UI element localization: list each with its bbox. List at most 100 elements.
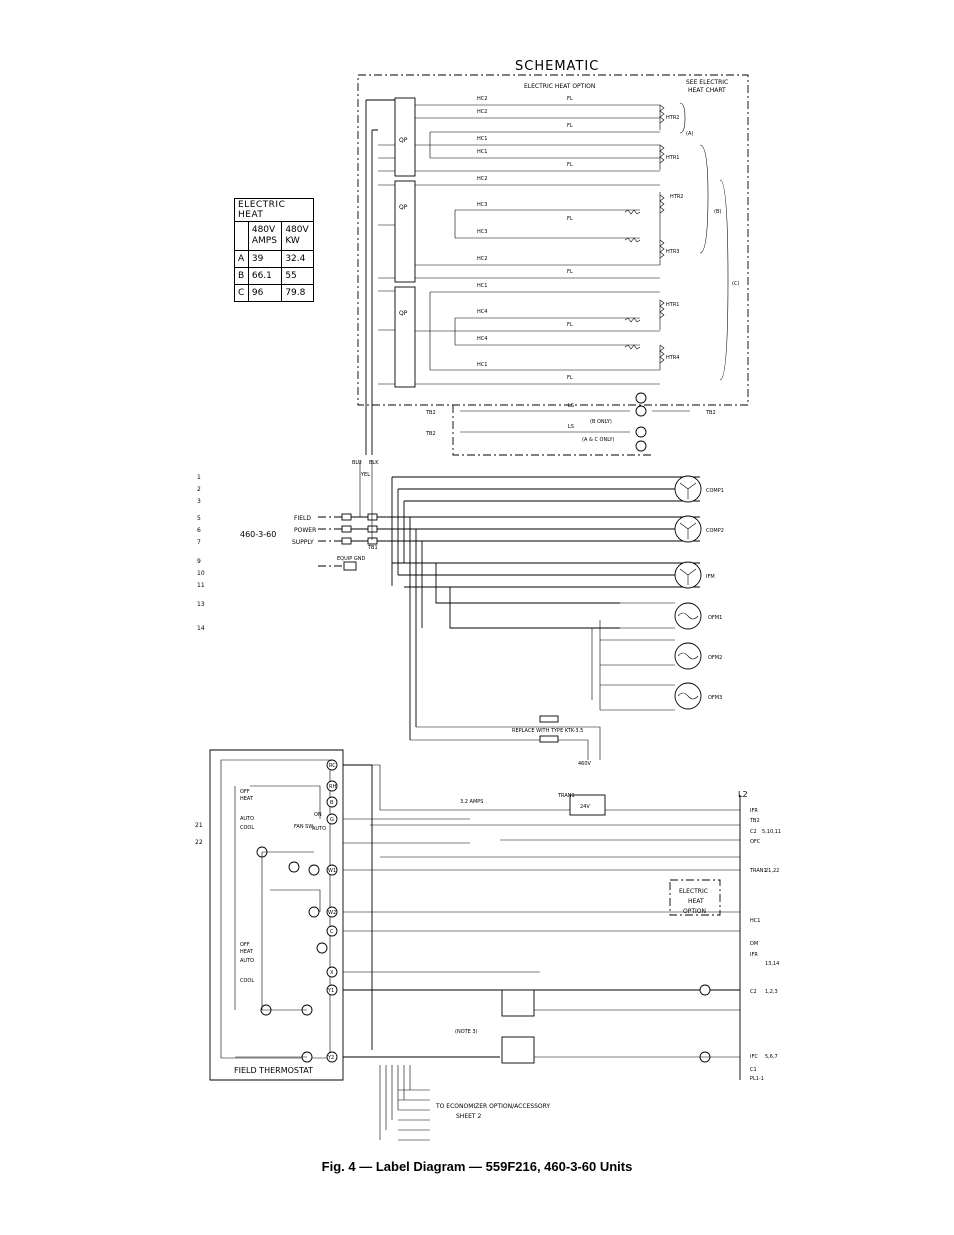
qp-label-2: QP bbox=[399, 204, 408, 211]
rc-ref-1: 5,10,11 bbox=[762, 829, 781, 835]
ofm3-motor: OFM3 bbox=[674, 682, 722, 710]
ls-label-1: LS bbox=[568, 403, 574, 409]
fl-label-6: FL bbox=[567, 322, 573, 328]
row-label: C bbox=[234, 284, 249, 302]
htr1-label-2: HTR1 bbox=[666, 302, 679, 308]
fl-label-5: FL bbox=[567, 269, 573, 275]
abc-only-note: (A & C ONLY) bbox=[582, 437, 614, 443]
tstat-cool-1: COOL bbox=[240, 825, 254, 831]
tstat-auto-2: AUTO bbox=[240, 958, 254, 964]
line-num-2: 2 bbox=[197, 486, 201, 493]
heat-group-b: (B) bbox=[714, 209, 721, 215]
heat-box-2: HEAT bbox=[688, 898, 704, 905]
hc2-label-3: HC2 bbox=[477, 176, 487, 182]
replace-note: REPLACE WITH TYPE KTK-3.5 bbox=[512, 728, 583, 734]
equip-gnd-label: EQUIP GND bbox=[337, 556, 365, 562]
rc-ifc: IFC bbox=[750, 1054, 758, 1060]
line-num-21: 21 bbox=[195, 822, 203, 829]
row-kw: 79.8 bbox=[281, 284, 314, 302]
ifm-label: IFM bbox=[706, 574, 715, 580]
rc-ref-3: 13,14 bbox=[765, 961, 779, 967]
rc-c2-1: C2 bbox=[750, 829, 757, 835]
line-num-7: 7 bbox=[197, 539, 201, 546]
rc-pl1-1: PL1-1 bbox=[750, 1076, 764, 1082]
rc-ofc: OFC bbox=[750, 839, 761, 845]
htr1-label-1: HTR1 bbox=[666, 155, 679, 161]
rc-c1: C1 bbox=[750, 1067, 757, 1073]
fl-label-3: FL bbox=[567, 162, 573, 168]
term-rh: RH bbox=[329, 784, 336, 790]
term-rc: RC bbox=[329, 763, 336, 769]
econ-note-1: TO ECONOMIZER OPTION/ACCESSORY bbox=[435, 1103, 550, 1110]
electric-heat-title: ELECTRIC HEAT bbox=[234, 198, 314, 222]
comp2-motor: COMP2 bbox=[674, 515, 724, 543]
fl-label-7: FL bbox=[567, 375, 573, 381]
tb2-label-1: TB2 bbox=[425, 410, 436, 416]
control-section: FIELD THERMOSTAT 21 22 OFF HEAT AUTO COO… bbox=[195, 749, 781, 1141]
tstat-cool-2: COOL bbox=[240, 978, 254, 984]
supply-label: SUPPLY bbox=[292, 539, 314, 546]
see-chart-1: SEE ELECTRIC bbox=[686, 79, 728, 86]
line-num-1: 1 bbox=[197, 474, 201, 481]
line-num-14: 14 bbox=[197, 625, 205, 632]
tstat-heat-2: HEAT bbox=[240, 949, 254, 955]
tb2-label-3: TB2 bbox=[705, 410, 716, 416]
hc1-label-4: HC1 bbox=[477, 362, 487, 368]
rc-c2-2: C2 bbox=[750, 989, 757, 995]
term-c: C bbox=[330, 929, 334, 935]
line-num-3: 3 bbox=[197, 498, 201, 505]
row-amps: 66.1 bbox=[247, 267, 283, 285]
fl-label-1: FL bbox=[567, 96, 573, 102]
htr4-label: HTR4 bbox=[666, 355, 679, 361]
hc2-label-4: HC2 bbox=[477, 256, 487, 262]
tb1-label: TB1 bbox=[367, 545, 378, 551]
blank-cell bbox=[234, 221, 249, 251]
rc-ifr-1: IFR bbox=[750, 808, 758, 814]
tstat-fan-auto: AUTO bbox=[312, 826, 326, 832]
rc-ref-4: 1,2,3 bbox=[765, 989, 778, 995]
hc1-label-2: HC1 bbox=[477, 149, 487, 155]
hc4-label-2: HC4 bbox=[477, 336, 487, 342]
thermostat-label: FIELD THERMOSTAT bbox=[234, 1066, 313, 1075]
figure-caption: Fig. 4 — Label Diagram — 559F216, 460-3-… bbox=[321, 1159, 633, 1174]
qp-label-3: QP bbox=[399, 310, 408, 317]
field-label: FIELD bbox=[294, 515, 311, 522]
econ-note-2: SHEET 2 bbox=[456, 1113, 481, 1120]
tstat-off-1: OFF bbox=[240, 789, 250, 795]
ofm1-label: OFM1 bbox=[708, 615, 722, 621]
hc1-label-1: HC1 bbox=[477, 136, 487, 142]
hc2-label-1: HC2 bbox=[477, 96, 487, 102]
tran1-secondary: 24V bbox=[580, 804, 590, 810]
transformer: TRAN1 460V 24V 3.2 AMPS bbox=[460, 761, 606, 816]
heat-box-3: OPTION bbox=[683, 908, 706, 915]
qp-label-1: QP bbox=[399, 137, 408, 144]
comp2-label: COMP2 bbox=[706, 528, 724, 534]
wire-blk-1: BLK bbox=[369, 460, 379, 466]
term-w1: W1 bbox=[328, 868, 336, 874]
line-num-13: 13 bbox=[197, 601, 205, 608]
tstat-off-2: OFF bbox=[240, 942, 250, 948]
htr2-label-2: HTR2 bbox=[670, 194, 683, 200]
line-num-9: 9 bbox=[197, 558, 201, 565]
ofm3-label: OFM3 bbox=[708, 695, 722, 701]
row-amps: 39 bbox=[247, 250, 283, 268]
htr2-label-1: HTR2 bbox=[666, 115, 679, 121]
rc-dm: DM bbox=[750, 941, 758, 947]
term-y1: Y1 bbox=[327, 988, 334, 994]
heat-option-label: ELECTRIC HEAT OPTION bbox=[524, 83, 595, 90]
comp1-label: COMP1 bbox=[706, 488, 724, 494]
line-num-5: 5 bbox=[197, 515, 201, 522]
see-chart-2: HEAT CHART bbox=[688, 87, 726, 94]
hc3-label-1: HC3 bbox=[477, 202, 487, 208]
tstat-auto-1: AUTO bbox=[240, 816, 254, 822]
term-b: B bbox=[330, 800, 334, 806]
kw-header-2: KW bbox=[285, 236, 300, 246]
rc-tran1: TRAN1 bbox=[749, 868, 767, 874]
row-label: B bbox=[234, 267, 249, 285]
ofm2-motor: OFM2 bbox=[674, 642, 722, 670]
heat-box-1: ELECTRIC bbox=[679, 888, 708, 895]
